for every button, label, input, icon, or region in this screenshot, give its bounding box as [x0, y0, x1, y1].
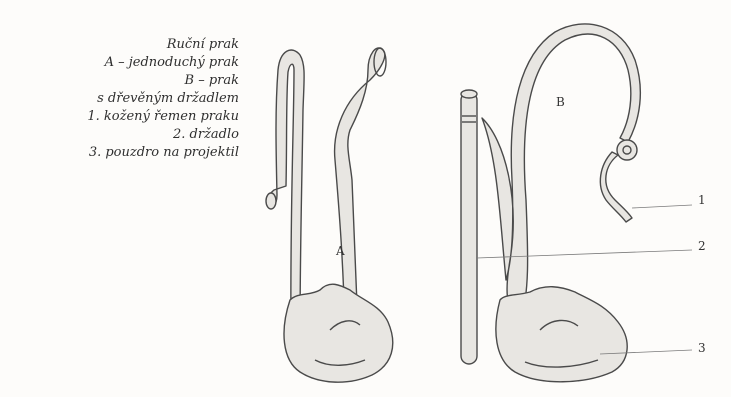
sling-a-pouch [284, 284, 393, 382]
sling-b-handle-top [461, 90, 477, 98]
sling-b-free-end [600, 152, 632, 222]
callout-number-2: 2 [698, 239, 706, 253]
sling-b-cord [482, 24, 640, 320]
sling-a-end-loop [266, 193, 276, 209]
sling-b-handle [461, 92, 477, 364]
callout-line-1 [632, 205, 692, 208]
callout-number-1: 1 [698, 193, 706, 207]
callout-number-3: 3 [698, 341, 706, 355]
sling-b-end-loop [617, 140, 637, 160]
label-b: B [556, 95, 565, 109]
sling-a-left-cord [268, 50, 305, 335]
label-a: A [336, 244, 345, 258]
